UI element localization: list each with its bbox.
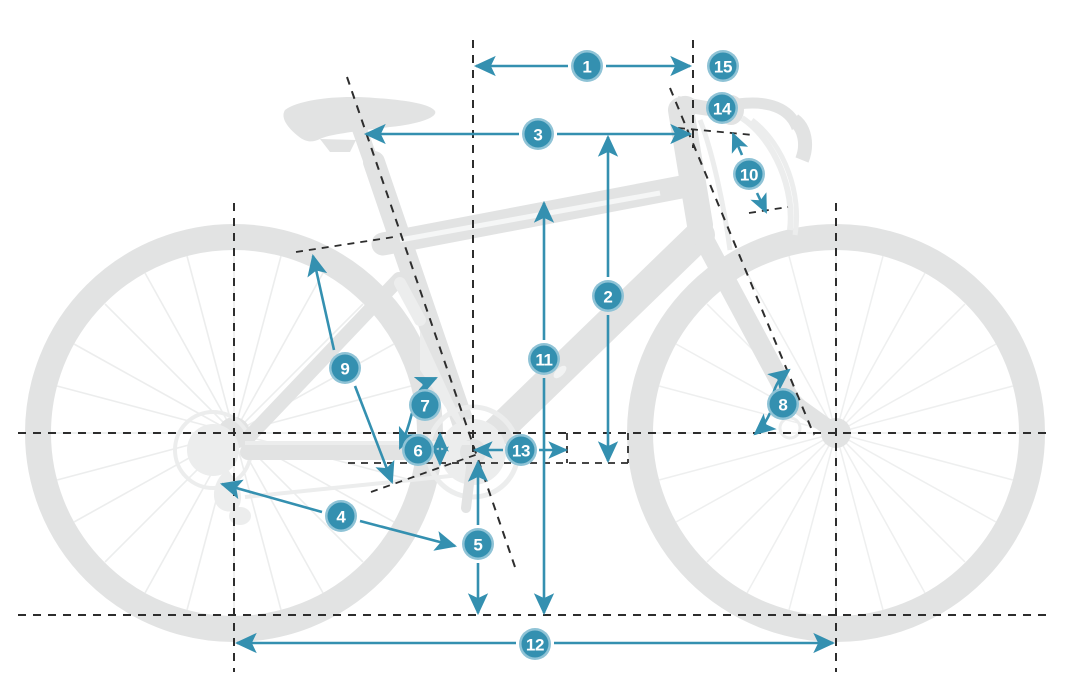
callout-badge-11[interactable]: 11 [528,343,560,375]
badge-number-label: 10 [740,166,758,185]
badge-circle [331,354,359,382]
badge-number-label: 8 [778,396,787,415]
callout-badge-5[interactable]: 5 [462,528,494,560]
dim-arrow-4-left [219,479,323,514]
guide-seat-upper-reference [295,236,395,253]
callout-badge-13[interactable]: 13 [505,434,537,466]
badge-circle [507,436,535,464]
badge-circle [411,391,439,419]
badge-circle [709,52,737,80]
badge-number-label: 4 [336,508,346,527]
callout-badge-14[interactable]: 14 [706,92,738,124]
guide-seattube-axis [346,76,517,571]
callout-badge-1[interactable]: 1 [571,50,603,82]
callout-badge-3[interactable]: 3 [522,118,554,150]
callout-badge-7[interactable]: 7 [409,389,441,421]
callout-badge-6[interactable]: 6 [402,434,434,466]
badge-number-label: 11 [535,351,552,370]
dim-arrow-10-down [750,192,768,214]
guide-headtube-bottom-perp [748,206,789,214]
badge-circle [573,52,601,80]
badge-circle [327,502,355,530]
dim-arc-7-lower [398,412,418,450]
callout-badge-9[interactable]: 9 [329,352,361,384]
badge-number-label: 3 [533,126,542,145]
saddle [283,97,436,152]
dimension-arrows [219,55,836,654]
badge-number-label: 1 [582,58,591,77]
badge-circle [524,120,552,148]
front-wheel-spokes [653,250,1019,616]
badge-circle [530,345,558,373]
badge-circle [464,530,492,558]
callout-badge-15[interactable]: 15 [707,50,739,82]
callout-badge-10[interactable]: 10 [733,158,765,190]
badge-number-label: 9 [340,360,349,379]
badge-circle [708,94,736,122]
dim-arc-8-lower [753,412,777,436]
badge-number-label: 15 [714,58,732,77]
callout-badge-12[interactable]: 12 [519,628,551,660]
dim-arrow-9-up [307,253,336,351]
callout-badge-2[interactable]: 2 [592,280,624,312]
badge-number-label: 6 [413,442,422,461]
callout-badge-4[interactable]: 4 [325,500,357,532]
dim-arrow-9-down [353,385,395,484]
guide-headtube-axis [669,87,815,436]
badge-number-label: 13 [512,442,530,461]
badge-number-label: 2 [603,288,612,307]
badge-number-label: 12 [526,636,544,655]
badge-circle [521,630,549,658]
dim-arrow-10-up [731,132,749,156]
dim-arrow-4-right [359,519,458,551]
badge-number-label: 14 [713,100,732,119]
callout-badge-8[interactable]: 8 [767,388,799,420]
badge-circle [404,436,432,464]
badge-circle [594,282,622,310]
badge-number-label: 5 [473,536,482,555]
badge-circle [769,390,797,418]
badge-circle [735,160,763,188]
badge-number-label: 7 [420,397,429,416]
guide-chainstay-reference [370,453,479,493]
